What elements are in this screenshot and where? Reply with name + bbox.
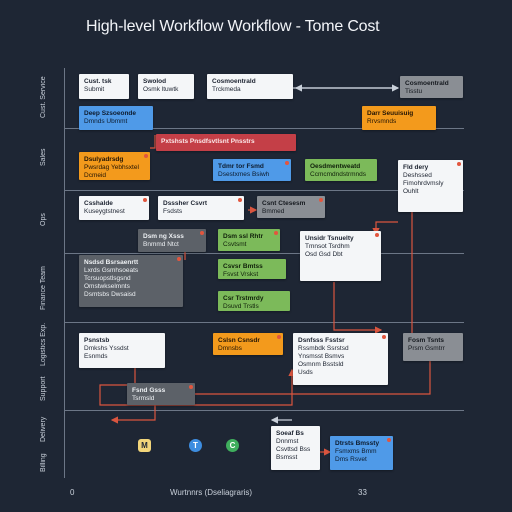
flow-connector xyxy=(110,405,156,424)
process-box[interactable]: Pxtshsts Pnsdfsvtlsnt Pnsstrs xyxy=(156,134,296,151)
flow-connector xyxy=(99,368,296,406)
axis-title: Wurtnnrs (Dseliagraris) xyxy=(170,488,253,497)
lane-divider xyxy=(64,190,464,191)
lane-divider xyxy=(64,322,464,323)
lane-axis-line xyxy=(64,68,65,478)
flow-connector xyxy=(333,282,383,334)
axis-start-label: 0 xyxy=(70,488,75,497)
diagram-title: Hig⁠h-level Workflow Workflow - Tome Cos… xyxy=(86,18,380,35)
lane-divider xyxy=(64,128,464,129)
task-icon-yellow[interactable]: M xyxy=(138,439,151,452)
flow-connector xyxy=(150,135,156,149)
flow-connector xyxy=(372,221,398,236)
lane-divider xyxy=(64,410,464,411)
axis-end-label: 33 xyxy=(358,488,367,497)
flow-connector xyxy=(195,360,431,395)
task-icon-green[interactable]: C xyxy=(226,439,239,452)
lane-divider xyxy=(64,253,464,254)
task-icon-blue[interactable]: T xyxy=(189,439,202,452)
